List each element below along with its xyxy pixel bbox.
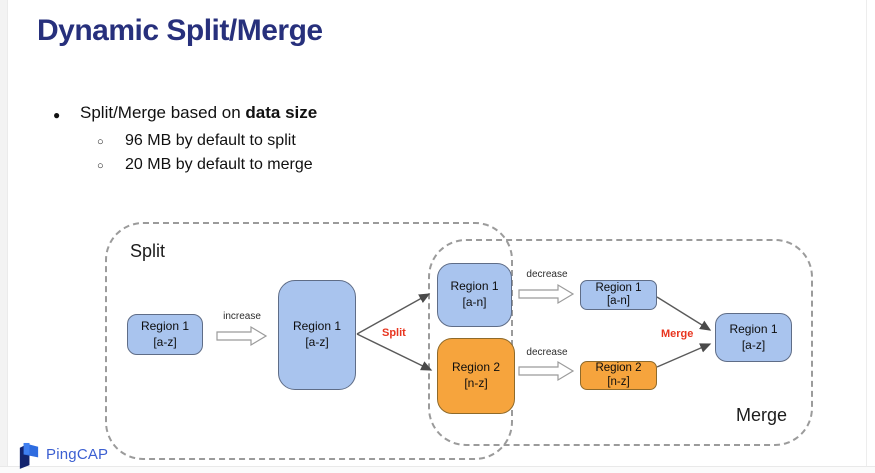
bullet-main-text: Split/Merge based on data size	[80, 103, 317, 123]
sub-bullet-marker: ○	[97, 136, 104, 148]
node-label: Region 1	[450, 279, 499, 294]
sub-bullet-merge-threshold: 20 MB by default to merge	[125, 156, 313, 173]
frame-edge-bottom	[0, 466, 875, 473]
page-title: Dynamic Split/Merge	[37, 14, 323, 47]
node-range: [a-n]	[606, 295, 630, 307]
node-label: Region 1	[729, 321, 778, 336]
split-group-container	[105, 222, 513, 460]
node-region1-az-start: Region 1 [a-z]	[127, 314, 203, 355]
pingcap-logo-text: PingCAP	[46, 446, 109, 463]
node-range: [a-z]	[305, 335, 329, 349]
bullet-marker: ●	[53, 108, 61, 122]
node-region1-an-small: Region 1 [a-n]	[580, 280, 657, 310]
node-label: Region 1	[595, 281, 642, 294]
node-range: [a-z]	[153, 334, 177, 349]
decrease-top-label: decrease	[526, 269, 568, 280]
merge-group-label: Merge	[736, 405, 788, 425]
node-region1-an-large: Region 1 [a-n]	[437, 263, 512, 327]
pingcap-logo-icon	[19, 442, 39, 469]
decrease-bottom-label: decrease	[526, 347, 568, 358]
frame-edge-left	[0, 0, 8, 472]
split-action-label: Split	[382, 327, 406, 339]
node-region2-nz-large: Region 2 [n-z]	[437, 338, 515, 414]
node-region2-nz-small: Region 2 [n-z]	[580, 361, 657, 390]
node-region1-az-merged: Region 1 [a-z]	[715, 313, 792, 362]
node-label: Region 2	[595, 362, 642, 375]
node-range: [n-z]	[464, 376, 488, 390]
increase-label: increase	[223, 311, 261, 322]
node-region1-az-grown: Region 1 [a-z]	[278, 280, 356, 390]
node-label: Region 1	[292, 319, 342, 334]
bullet-main-bold: data size	[245, 103, 318, 122]
sub-bullet-split-threshold: 96 MB by default to split	[125, 132, 296, 149]
node-range: [a-z]	[741, 337, 766, 352]
node-range: [n-z]	[607, 375, 630, 388]
sub-bullet-marker: ○	[97, 160, 104, 172]
node-label: Region 2	[451, 360, 501, 375]
frame-edge-right	[866, 0, 867, 472]
node-range: [a-n]	[462, 295, 487, 309]
pingcap-logo: PingCAP	[16, 440, 108, 469]
split-group-label: Split	[130, 241, 166, 261]
merge-action-label: Merge	[661, 328, 694, 340]
bullet-main-regular: Split/Merge based on	[80, 103, 246, 122]
node-label: Region 1	[140, 318, 190, 333]
